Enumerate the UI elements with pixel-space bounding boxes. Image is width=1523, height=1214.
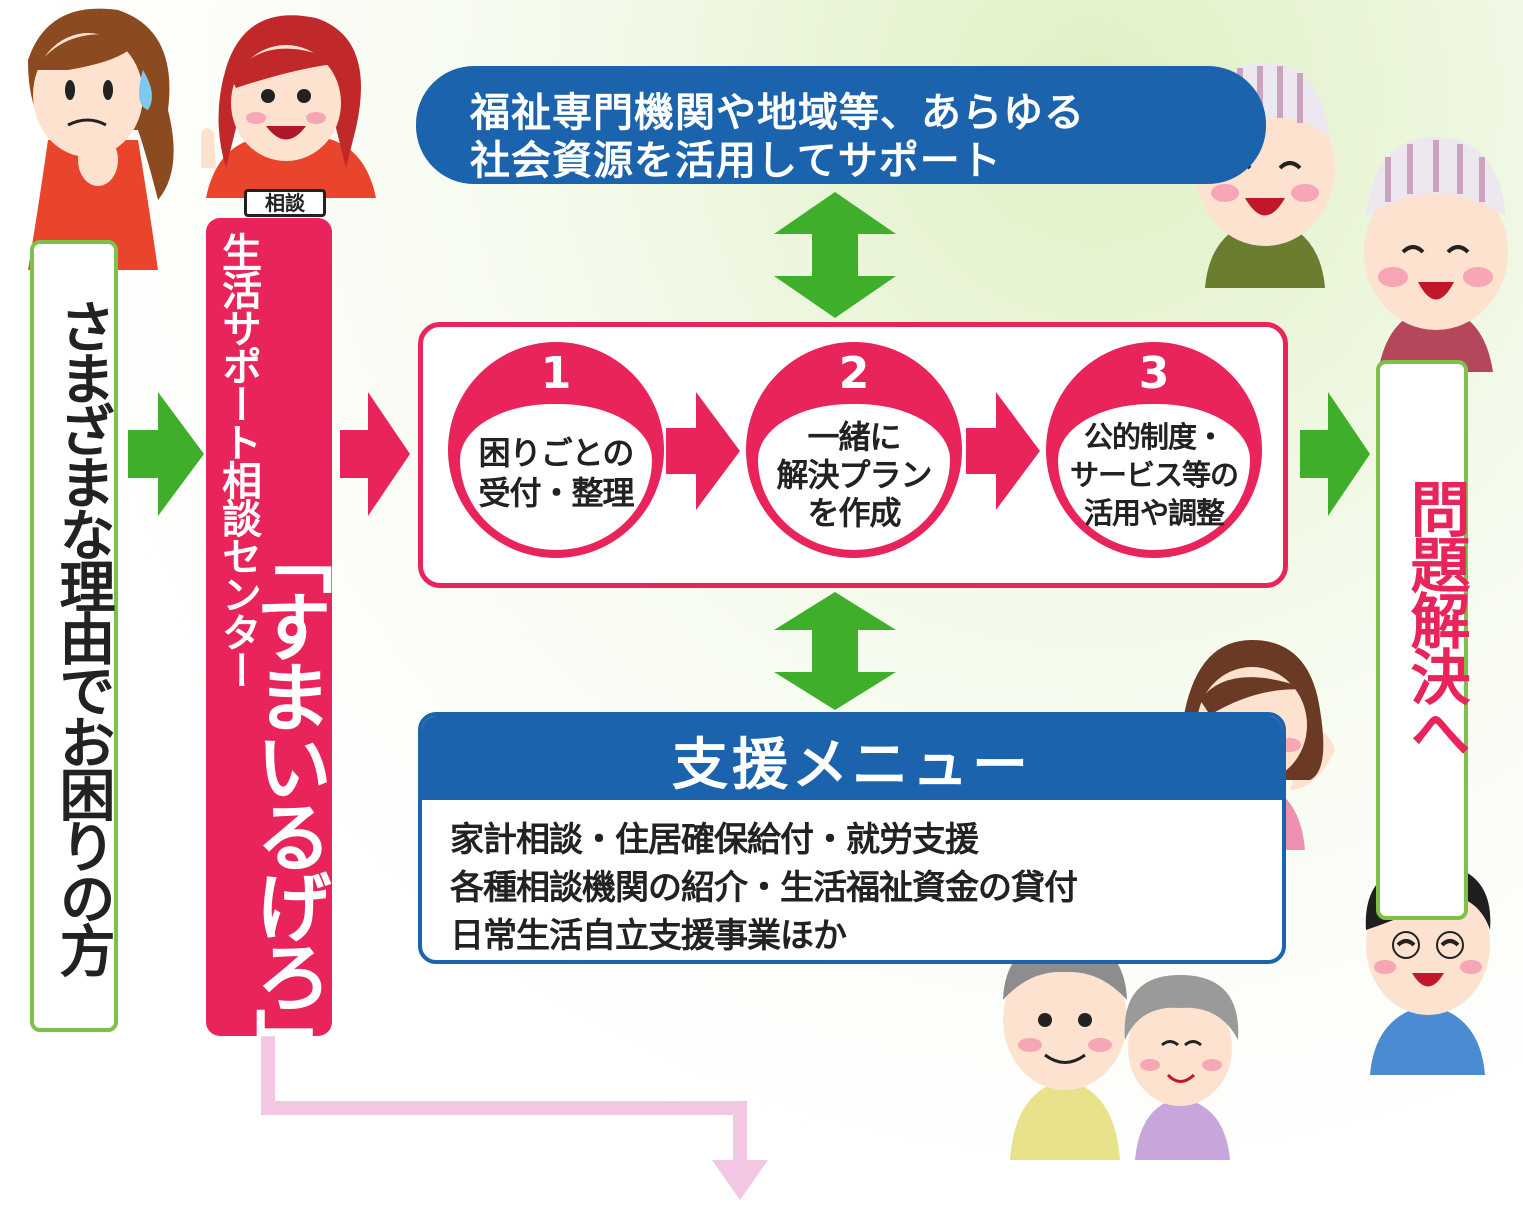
support-center-name: 「すまいるげろ」 [243,518,332,1078]
step-label-line: を作成 [807,494,901,532]
step-label-line: 一緒に [807,418,901,456]
resolution-label: 問題解決へ [1400,478,1470,758]
step-label-line: 受付・整理 [478,474,634,512]
step-number: 1 [540,348,572,399]
step-2: 2 一緒に 解決プラン を作成 [746,342,962,558]
consult-tag: 相談 [244,189,326,217]
support-center-subtitle: 生活サポート相談センター [215,232,261,688]
menu-item: 各種相談機関の紹介・生活福祉資金の貸付 [450,868,1078,908]
support-center-box [206,218,332,1036]
step-label-line: 活用や調整 [1083,496,1225,530]
troubled-person-box [30,240,118,1032]
banner-line-2: 社会資源を活用してサポート [470,138,1002,184]
double-arrow-icon [774,192,896,318]
arrow-right-icon [966,392,1040,510]
arrow-right-icon [128,392,204,516]
step-3: 3 公的制度・ サービス等の 活用や調整 [1046,342,1262,558]
banner-line-1: 福祉専門機関や地域等、あらゆる [470,90,1085,136]
support-menu-box [418,712,1286,964]
elderly-person-icon [1364,137,1508,372]
arrow-right-icon [666,392,740,510]
worried-woman-icon [28,8,174,270]
step-label-line: 困りごとの [478,434,635,472]
step-label-line: 解決プラン [776,456,932,494]
menu-item: 日常生活自立支援事業ほか [450,916,847,956]
double-arrow-icon [774,592,896,710]
step-label-line: サービス等の [1069,458,1239,492]
support-menu-title: 支援メニュー [672,733,1032,798]
step-number: 2 [838,348,870,399]
arrow-right-icon [1300,392,1370,516]
troubled-person-label: さまざまな理由でお困りの方 [50,298,115,974]
resolution-box [1376,360,1468,920]
menu-item: 家計相談・住居確保給付・就労支援 [450,820,979,860]
counselor-icon [201,15,376,198]
step-1: 1 困りごとの 受付・整理 [448,342,664,558]
arrow-right-icon [340,392,410,516]
support-resources-banner [416,66,1266,184]
step-number: 3 [1138,348,1170,399]
step-label-line: 公的制度・ [1083,420,1225,454]
